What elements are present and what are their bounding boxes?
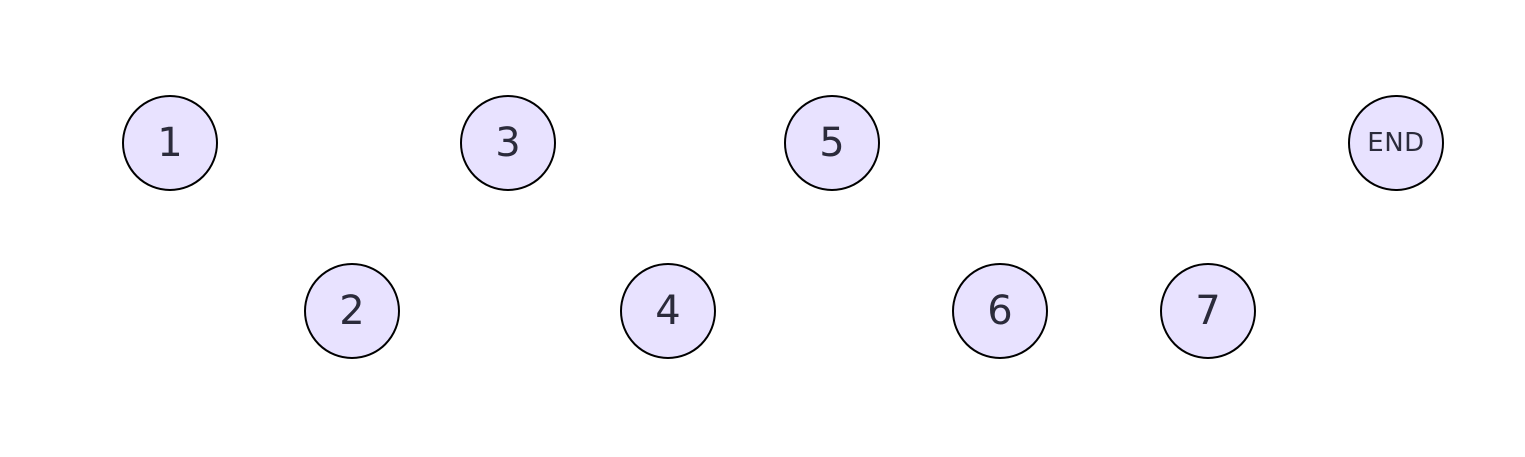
node-5: 5: [784, 95, 880, 191]
node-2: 2: [304, 263, 400, 359]
node-1: 1: [122, 95, 218, 191]
node-4: 4: [620, 263, 716, 359]
node-6: 6: [952, 263, 1048, 359]
node-end: END: [1348, 95, 1444, 191]
node-3: 3: [460, 95, 556, 191]
node-7: 7: [1160, 263, 1256, 359]
